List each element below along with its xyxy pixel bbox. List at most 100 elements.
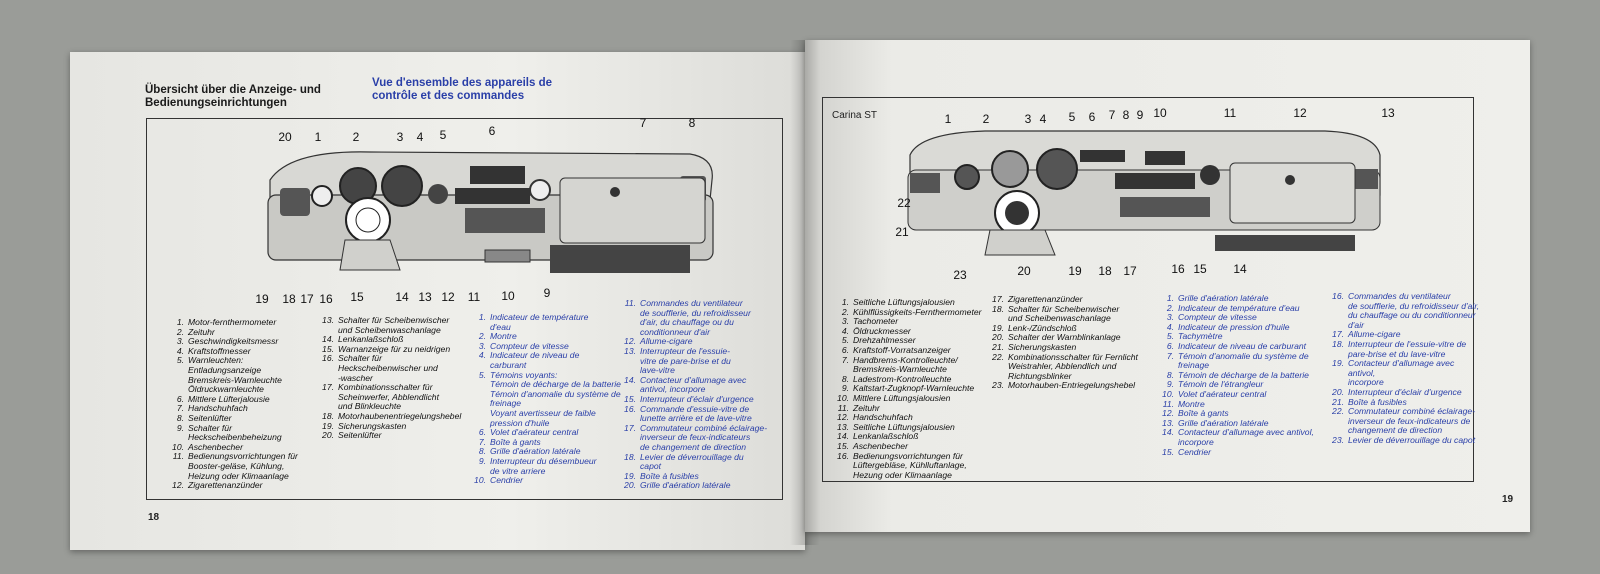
legend-item-text: Contacteur d'allumage avec antivol, inco… (1348, 358, 1455, 388)
legend-item: 1.Motor-fernthermometer (170, 317, 320, 328)
legend-item-number: 13. (837, 421, 849, 432)
legend-item-text: Lenk-/Zündschloß (1008, 322, 1077, 333)
legend-item-text: Indicateur de température d'eau (490, 312, 589, 332)
legend-item: 8.Témoin de décharge de la batterie (1160, 370, 1340, 381)
legend-item-number: 18. (1332, 338, 1344, 349)
legend-item-number: 10. (837, 392, 849, 403)
legend-item: 13.Grille d'aération latérale (1160, 418, 1340, 429)
legend-item-number: 8. (478, 446, 486, 457)
callout: 23 (953, 268, 967, 282)
legend-item: 5.Drehzahlmesser (835, 336, 1000, 346)
legend-item-text: Schalter für Scheibenwischer und Scheibe… (1008, 303, 1120, 324)
legend-item: 12.Allume-cigare (622, 337, 780, 347)
legend-item: 14. Lenkanlaßschloß (320, 335, 480, 345)
legend-item: 21.Sicherungskasten (990, 342, 1175, 353)
legend-item-text: Tachymètre (1178, 331, 1223, 342)
legend-item-number: 7. (1166, 350, 1174, 361)
legend-item: 15.Aschenbecher (835, 440, 1000, 452)
legend-item-number: 4. (841, 325, 849, 336)
right-legend-fr-2: 16.Commandes du ventilateur de souffleri… (1330, 291, 1480, 446)
legend-item: 5.Tachymètre (1160, 332, 1340, 342)
legend-item-text: Seitenlüfter (188, 412, 232, 423)
legend-item-text: Levier de déverrouillage du capot (640, 451, 744, 472)
legend-item-number: 15. (322, 343, 334, 354)
legend-item-text: Zeituhr (188, 326, 215, 337)
legend-item: 1.Indicateur de température d'eau (472, 312, 627, 332)
legend-item-text: Bedienungsvorrichtungen für Lüftergebläs… (853, 450, 967, 480)
legend-item-number: 12. (172, 480, 184, 491)
legend-item-number: 16. (624, 403, 636, 414)
legend-item-text: Montre (1178, 398, 1205, 409)
legend-item-text: Schalter für Heckscheibenbeheizung (188, 422, 282, 443)
legend-item: 11.Bedienungsvorrichtungen für Booster-g… (170, 452, 320, 481)
legend-item-text: Öldruckmesser (853, 325, 911, 336)
legend-item: 10. Mittlere Lüftungsjalousien (835, 392, 1000, 404)
legend-item: 4.Indicateur de niveau de carburant (472, 351, 627, 370)
legend-item-text: Geschwindigkeitsmessr (188, 336, 279, 347)
legend-item-number: 14. (322, 334, 334, 345)
legend-item-text: Mittlere Lüftungsjalousien (853, 392, 951, 403)
callout: 16 (1171, 262, 1185, 276)
legend-item: 15.Cendrier (1160, 447, 1340, 458)
legend-item: 20.Schalter der Warnblinkanlage (990, 333, 1175, 343)
legend-item-number: 9. (176, 422, 184, 433)
legend-item-text: Cendrier (490, 475, 523, 486)
legend-item: 18.Schalter für Scheibenwischer und Sche… (990, 303, 1175, 324)
legend-item-number: 13. (322, 315, 334, 325)
legend-item-text: Interrupteur d'éclair d'urgence (1348, 386, 1462, 397)
legend-item-number: 15. (837, 440, 849, 451)
legend-item: 9.Témoin de l'étrangleur (1160, 380, 1340, 390)
legend-item-text: Allume-cigare (1348, 329, 1401, 340)
legend-item-number: 1. (841, 297, 849, 307)
legend-item-number: 8. (176, 412, 184, 423)
legend-item: 12.Zigarettenanzünder (170, 480, 320, 491)
legend-item-number: 23. (992, 380, 1004, 391)
legend-item: 3.Geschwindigkeitsmessr (170, 337, 320, 347)
legend-item-text: Témoins voyants: Témoin de décharge de l… (490, 369, 621, 428)
page-number-right: 19 (1502, 494, 1514, 505)
legend-item-text: Zeituhr (853, 402, 880, 413)
legend-item: 8.Ladestrom-Kontrolleuchte (835, 374, 1000, 385)
legend-item-text: Seitenlüfter (338, 430, 382, 441)
legend-item-text: Schalter für Heckscheibenwischer und -wa… (338, 353, 438, 383)
legend-item-text: Commutateur combiné éclairage- inverseur… (640, 422, 768, 452)
legend-item-number: 4. (176, 345, 184, 356)
legend-item-number: 7. (176, 403, 184, 414)
legend-item-text: Motorhaubenentriegelungshebel (338, 410, 462, 421)
left-dashboard-illustration (267, 151, 714, 273)
legend-item: 17.Kombinationsschalter für Scheinwerfer… (320, 382, 480, 412)
legend-item-text: Grille d'aération latérale (490, 446, 581, 457)
callout: 3 (1024, 112, 1032, 126)
legend-item: 9.Interrupteur du désembueur de vitre ar… (472, 456, 627, 476)
legend-item: 12.Boîte à gants (1160, 409, 1340, 419)
callout: 8 (1122, 108, 1130, 122)
callout: 12 (1293, 106, 1307, 120)
legend-item-text: Lenkanlaßschloß (338, 334, 404, 345)
legend-item-number: 10. (1162, 388, 1174, 399)
callout: 9 (543, 286, 551, 300)
callout: 18 (282, 292, 296, 306)
legend-item: 11.Zeituhr (835, 402, 1000, 414)
legend-item-text: Tachometer (853, 316, 899, 327)
legend-item: 3.Compteur de vitesse (472, 341, 627, 352)
legend-item-text: Indicateur de pression d'huile (1178, 321, 1290, 332)
legend-item-number: 14. (837, 431, 849, 442)
callout: 14 (395, 290, 409, 304)
callout: 14 (1233, 262, 1247, 276)
legend-item-number: 19. (624, 470, 636, 481)
legend-item: 19.Contacteur d'allumage avec antivol, i… (1330, 358, 1480, 388)
legend-item: 14.Contacteur d'allumage avec antivol, i… (1160, 427, 1340, 447)
legend-item-number: 17. (322, 382, 334, 393)
legend-item-text: Commandes du ventilateur de soufflerie, … (640, 298, 751, 337)
legend-item-number: 2. (176, 326, 184, 337)
legend-item-text: Motorhauben-Entriegelungshebel (1008, 380, 1136, 391)
legend-item: 15.Warnanzeige für zu neidrigen (320, 343, 480, 355)
callout: 13 (418, 290, 432, 304)
legend-item-number: 21. (1332, 396, 1344, 407)
callout: 17 (1123, 264, 1137, 278)
legend-item: 5.Témoins voyants: Témoin de décharge de… (472, 369, 627, 429)
legend-item-text: Boîte à gants (1178, 408, 1229, 419)
legend-item-number: 5. (841, 335, 849, 346)
legend-item: 18.Levier de déverrouillage du capot (622, 451, 780, 472)
